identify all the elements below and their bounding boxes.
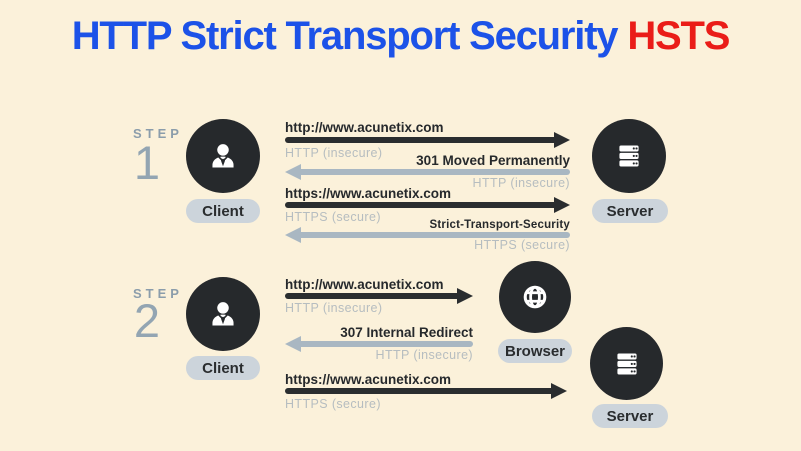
arrow-right-icon [554, 197, 570, 213]
step1-msg2-label: 301 Moved Permanently [416, 153, 570, 168]
step1-msg2-sublabel: HTTP (insecure) [472, 176, 570, 190]
step1-server-avatar [592, 119, 666, 193]
step1-server-label: Server [592, 199, 668, 223]
arrow-right-icon [554, 132, 570, 148]
step2-server-avatar [590, 327, 663, 400]
step2-msg3-label: https://www.acunetix.com [285, 372, 452, 387]
step2-msg3-sublabel: HTTPS (secure) [285, 397, 381, 411]
page-title-highlight: HSTS [627, 14, 730, 58]
step1-http-request-arrow [285, 132, 570, 148]
server-label-text: Server [606, 202, 654, 220]
step1-msg1-label: http://www.acunetix.com [285, 120, 444, 135]
step2-client-label: Client [186, 356, 260, 380]
arrow-right-icon [457, 288, 473, 304]
step2-browser-avatar [499, 261, 571, 333]
step2-msg2-label: 307 Internal Redirect [340, 325, 473, 340]
step2-https-request-arrow [285, 383, 567, 399]
step1-client-label: Client [186, 199, 260, 223]
step1-msg4-label: Strict-Transport-Security [429, 219, 570, 231]
step1-msg3-sublabel: HTTPS (secure) [285, 210, 381, 224]
step-2-label: STEP [133, 286, 183, 301]
step2-server-label: Server [592, 404, 668, 428]
step-2-number: 2 [133, 294, 161, 347]
person-icon [212, 302, 234, 326]
step-1-number: 1 [133, 136, 161, 189]
step2-307-redirect-arrow [285, 336, 473, 352]
step1-msg4-sublabel: HTTPS (secure) [474, 238, 570, 252]
step2-msg1-label: http://www.acunetix.com [285, 277, 444, 292]
arrow-left-icon [285, 336, 301, 352]
step1-msg1-sublabel: HTTP (insecure) [285, 146, 383, 160]
server-icon [616, 352, 637, 374]
step2-client-avatar [186, 277, 260, 351]
server-icon [619, 145, 639, 167]
step2-msg2-sublabel: HTTP (insecure) [375, 348, 473, 362]
arrow-left-icon [285, 227, 301, 243]
arrow-right-icon [551, 383, 567, 399]
step1-msg3-label: https://www.acunetix.com [285, 186, 452, 201]
step1-client-avatar [186, 119, 260, 193]
step1-301-response-arrow [285, 164, 570, 180]
step1-https-request-arrow [285, 197, 570, 213]
client-label-text: Client [202, 202, 244, 220]
server-label-text: Server [606, 407, 654, 425]
person-icon [212, 144, 234, 168]
page-title-main: HTTP Strict Transport Security [71, 14, 619, 58]
step2-browser-label: Browser [498, 339, 572, 363]
step2-http-request-arrow [285, 288, 473, 304]
browser-label-text: Browser [504, 342, 566, 360]
globe-icon [523, 285, 547, 309]
step-1-label: STEP [133, 126, 183, 141]
client-label-text: Client [202, 359, 244, 377]
arrow-left-icon [285, 164, 301, 180]
step2-msg1-sublabel: HTTP (insecure) [285, 301, 383, 315]
step1-sts-response-arrow [285, 227, 570, 243]
